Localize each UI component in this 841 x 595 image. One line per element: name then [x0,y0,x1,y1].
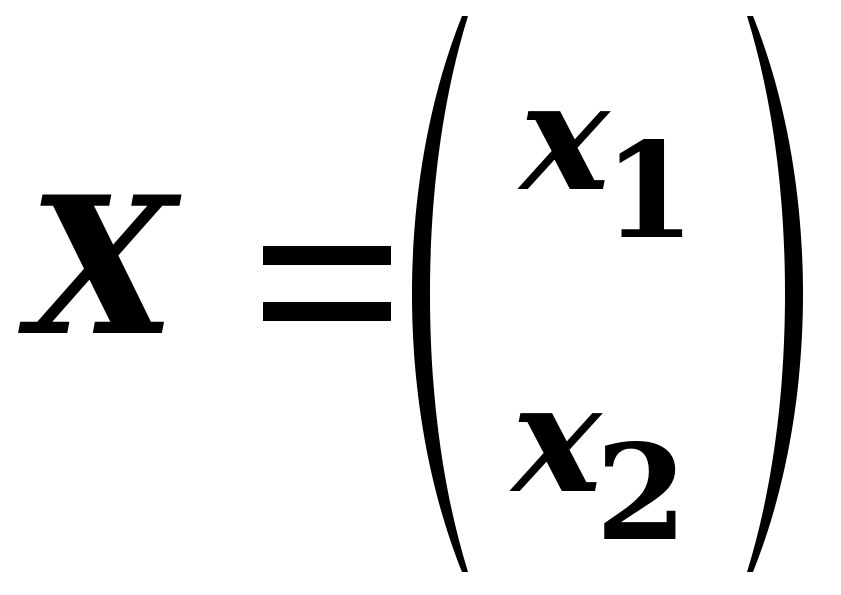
vector-entry-1: x1 [520,62,695,258]
left-parenthesis [410,16,470,572]
entry-1-variable: x [520,49,610,225]
right-parenthesis-shape [747,16,803,572]
equals-sign [263,246,391,322]
right-parenthesis [745,16,805,572]
entry-2-variable: x [512,351,602,527]
entry-1-subscript: 1 [603,114,696,269]
entry-2-subscript: 2 [595,416,688,571]
equals-bar-bottom [263,302,391,321]
equals-bar-top [263,246,391,265]
lhs-variable: X [28,155,175,378]
left-parenthesis-shape [412,16,468,572]
vector-entry-2: x2 [512,364,687,560]
